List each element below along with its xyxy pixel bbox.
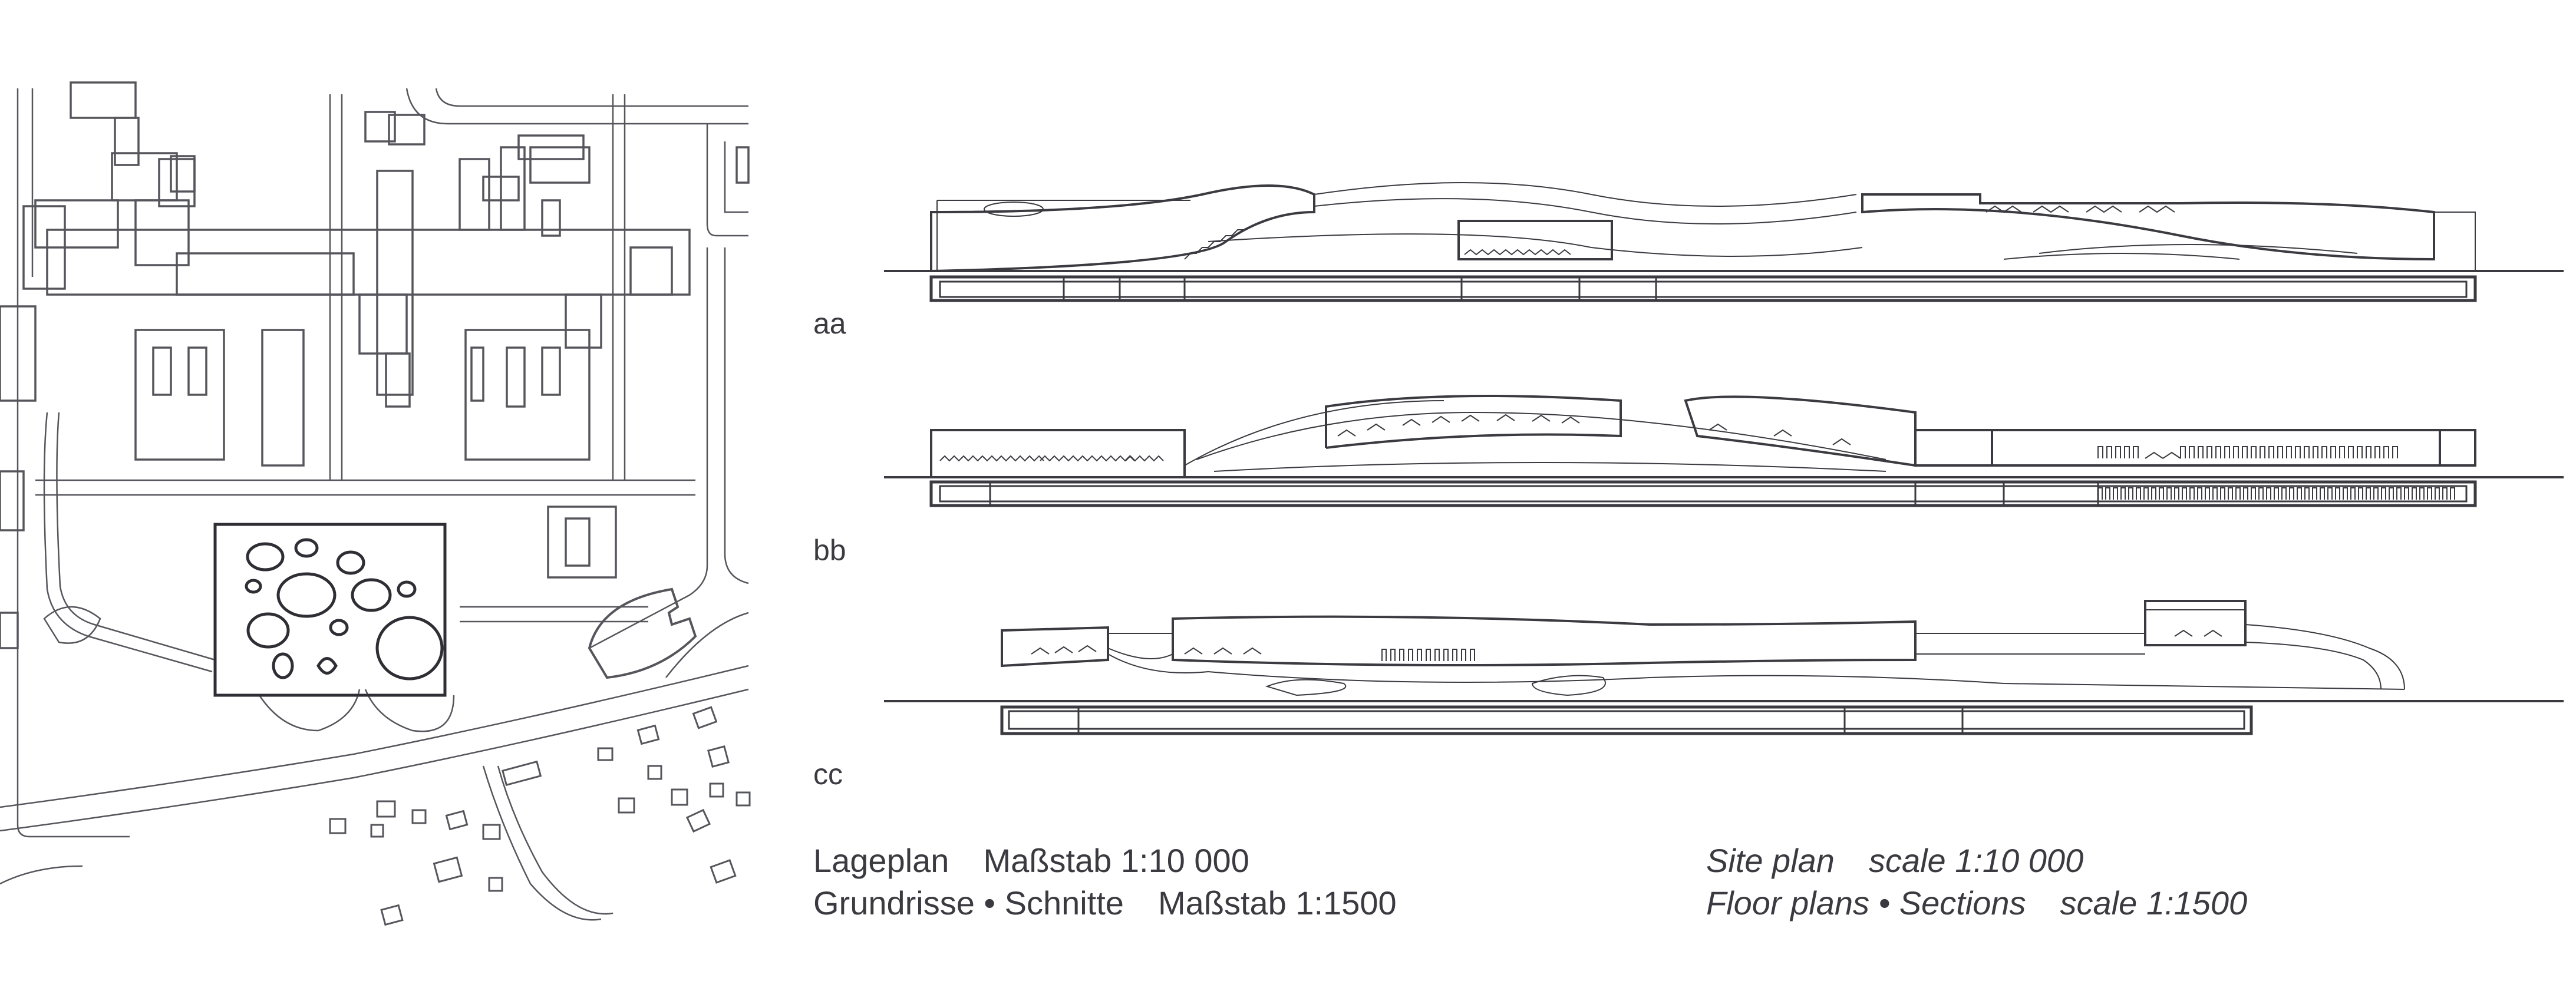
section-cc	[884, 600, 2564, 735]
caption-site-plan-de: Lageplan Maßstab 1:10 000	[813, 841, 1249, 880]
caption-floor-plans-en-scale: scale 1:1500	[2060, 884, 2248, 921]
site-crescent-building	[588, 587, 697, 679]
section-aa	[884, 182, 2564, 302]
site-new-building	[213, 523, 447, 697]
caption-floor-plans-de: Grundrisse • Schnitte Maßstab 1:1500	[813, 884, 1397, 922]
section-label-cc: cc	[813, 758, 843, 791]
site-small-houses	[329, 706, 751, 926]
caption-floor-plans-en: Floor plans • Sections scale 1:1500	[1706, 884, 2247, 922]
site-plan-drawing	[0, 81, 751, 926]
site-buildings	[0, 81, 750, 649]
section-label-aa: aa	[813, 307, 846, 340]
caption-site-plan-en-scale: scale 1:10 000	[1868, 842, 2084, 879]
caption-floor-plans-de-title: Grundrisse • Schnitte	[813, 884, 1124, 921]
caption-site-plan-en-title: Site plan	[1706, 842, 1835, 879]
site-roads	[0, 88, 749, 921]
bb-seating-lower	[2097, 487, 2455, 500]
caption-site-plan-en: Site plan scale 1:10 000	[1706, 841, 2083, 880]
section-bb	[884, 395, 2564, 507]
caption-floor-plans-en-title: Floor plans • Sections	[1706, 884, 2026, 921]
section-label-bb: bb	[813, 534, 846, 567]
caption-floor-plans-de-scale: Maßstab 1:1500	[1157, 884, 1397, 921]
caption-site-plan-de-scale: Maßstab 1:10 000	[983, 842, 1249, 879]
caption-site-plan-de-title: Lageplan	[813, 842, 949, 879]
bb-seating-upper	[2097, 446, 2398, 459]
